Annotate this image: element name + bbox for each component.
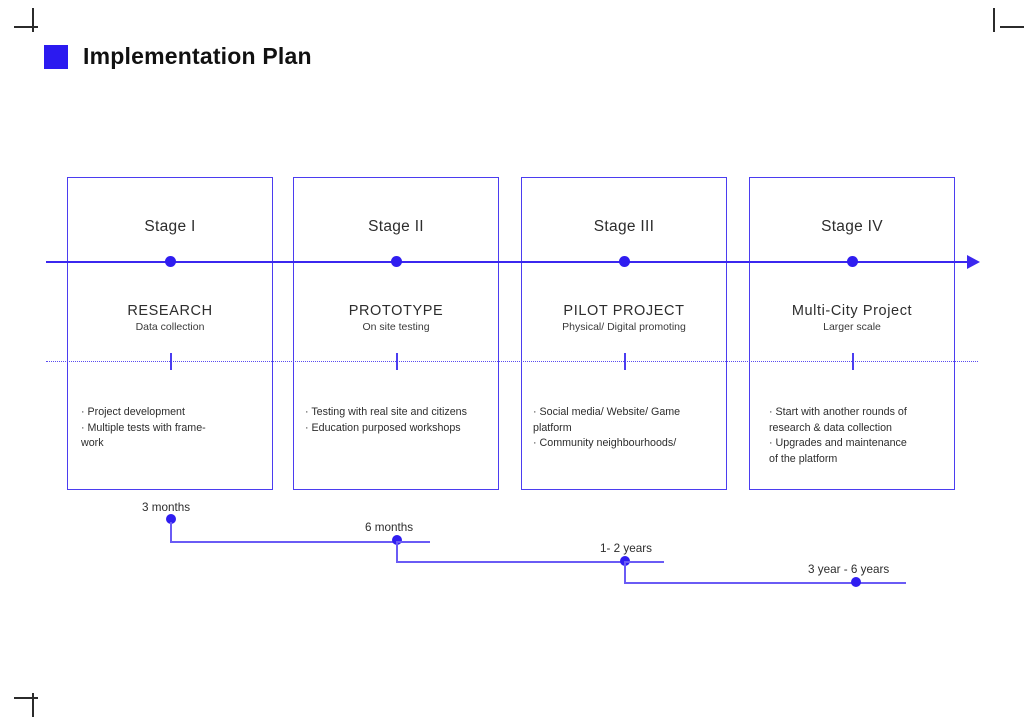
stage-box-1 [67, 177, 273, 490]
stage-subtitle: Physical/ Digital promoting [562, 321, 686, 333]
stage-bullets: · Testing with real site and citizens · … [305, 405, 495, 436]
stage-box-3 [521, 177, 727, 490]
duration-label-4: 3 year - 6 years [808, 563, 890, 576]
stage-box-4 [749, 177, 955, 490]
dotted-divider-line [46, 361, 978, 362]
stage-title: RESEARCH [127, 303, 213, 319]
crop-mark-bottom-left-horizontal [14, 697, 38, 699]
crop-mark-top-right-horizontal [1000, 26, 1024, 28]
timeline-milestone-dot-4[interactable] [847, 256, 858, 267]
duration-drop-2 [396, 541, 398, 562]
stage-content-4: Stage IV Multi-City Project Larger scale… [749, 177, 955, 490]
stage-bullets-text: · Social media/ Website/ Game platform ·… [533, 406, 681, 449]
crop-mark-top-right-vertical [993, 8, 995, 32]
stage-title: Multi-City Project [791, 303, 913, 319]
stage-box-2 [293, 177, 499, 490]
duration-drop-1 [170, 522, 172, 542]
stage-content-1: Stage I RESEARCH Data collection · Proje… [67, 177, 273, 490]
stage-title: PILOT PROJECT [563, 303, 685, 319]
timeline-arrow-icon [967, 255, 980, 269]
crop-mark-top-left-vertical [32, 8, 34, 32]
timeline-milestone-dot-2[interactable] [391, 256, 402, 267]
stage-bullets-text: · Project development · Multiple tests w… [81, 406, 206, 449]
stage-label: Stage II [368, 218, 424, 235]
stage-bullets: · Project development · Multiple tests w… [81, 405, 263, 452]
duration-bar-3b [624, 582, 906, 584]
page-header: Implementation Plan [44, 43, 312, 70]
duration-bar-2a [396, 541, 430, 543]
stage-subtitle: Larger scale [823, 321, 881, 333]
stage-bullets: · Social media/ Website/ Game platform ·… [533, 405, 723, 452]
duration-bar-2b [396, 561, 624, 563]
divider-tick-1 [170, 353, 172, 370]
crop-mark-bottom-left-vertical [32, 693, 34, 717]
main-timeline-line [46, 261, 978, 264]
divider-tick-3 [624, 353, 626, 370]
divider-tick-4 [852, 353, 854, 370]
stage-bullets-text: · Start with another rounds of research … [769, 406, 907, 465]
duration-label-2: 6 months [365, 521, 414, 534]
duration-dot-1[interactable] [166, 514, 176, 524]
stage-bullets-text: · Testing with real site and citizens · … [305, 406, 467, 434]
duration-bar-1 [170, 541, 398, 543]
stage-label: Stage I [144, 218, 196, 235]
timeline-milestone-dot-1[interactable] [165, 256, 176, 267]
duration-label-1: 3 months [142, 501, 191, 514]
duration-label-3: 1- 2 years [600, 542, 652, 555]
duration-drop-3 [624, 561, 626, 583]
duration-dot-4[interactable] [851, 577, 861, 587]
logo-square-icon [44, 44, 68, 69]
timeline-milestone-dot-3[interactable] [619, 256, 630, 267]
crop-mark-top-left-horizontal [14, 26, 38, 28]
stage-content-3: Stage III PILOT PROJECT Physical/ Digita… [521, 177, 727, 490]
duration-bar-3a [624, 561, 664, 563]
stage-label: Stage III [593, 218, 655, 235]
duration-dot-2[interactable] [392, 535, 402, 545]
stage-title: PROTOTYPE [348, 303, 444, 319]
divider-tick-2 [396, 353, 398, 370]
stage-subtitle: On site testing [362, 321, 430, 333]
stage-subtitle: Data collection [135, 321, 205, 333]
page-title: Implementation Plan [83, 43, 312, 69]
stage-bullets: · Start with another rounds of research … [769, 405, 951, 467]
stage-content-2: Stage II PROTOTYPE On site testing · Tes… [293, 177, 499, 490]
stage-label: Stage IV [821, 218, 883, 235]
